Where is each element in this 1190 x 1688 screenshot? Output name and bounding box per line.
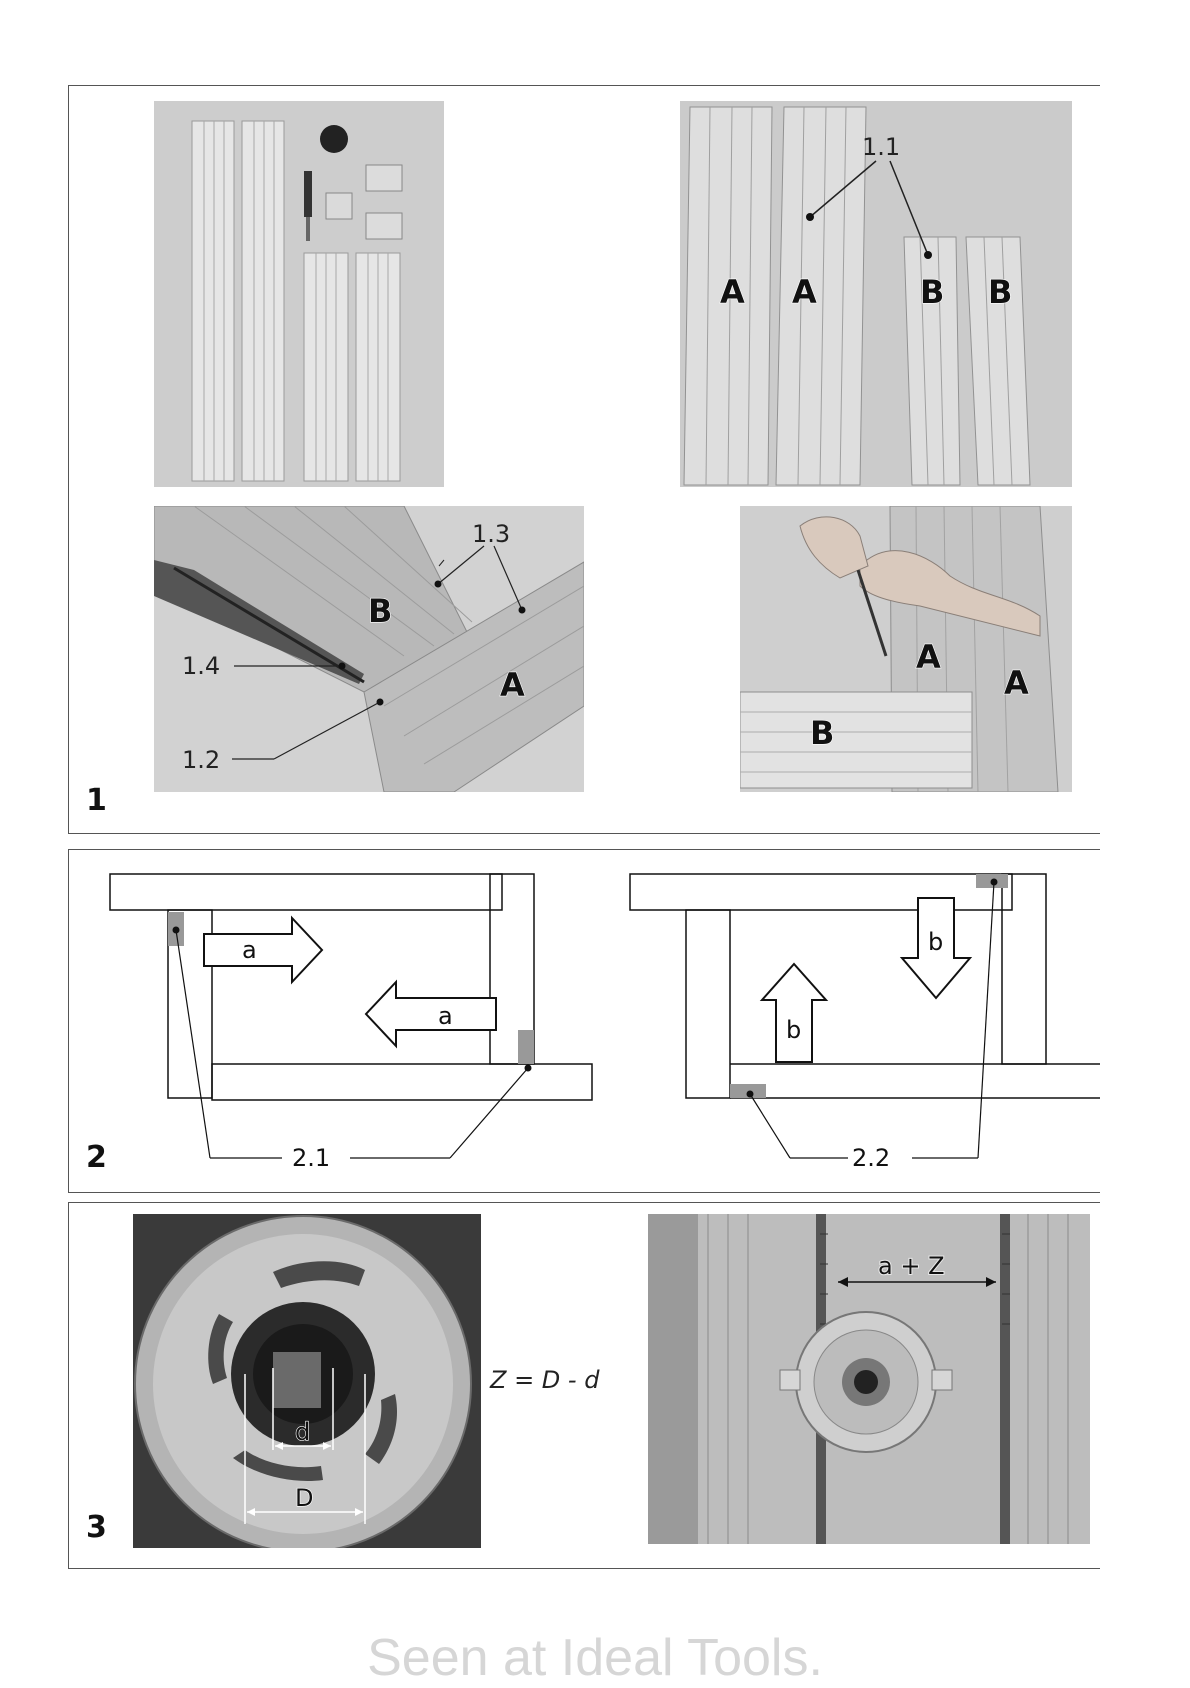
section-2-left-rule [68, 849, 69, 1192]
callout-1-1: 1.1 [862, 133, 900, 161]
section-2-top-rule [68, 849, 1100, 850]
callout-2-1: 2.1 [292, 1144, 330, 1172]
profile-letter-b: B [368, 592, 392, 630]
profile-letter-a: A [500, 666, 525, 704]
section-number-3: 3 [86, 1510, 107, 1545]
callout-1-2: 1.2 [182, 746, 220, 774]
diagram-square-setup-b: b b 2.2 [626, 862, 1100, 1172]
formula-z-equals-d-minus-d: Z = D - d [490, 1366, 599, 1394]
section-3-bottom-rule [68, 1568, 1100, 1569]
arrow-label-b-up: b [786, 1016, 801, 1044]
arrow-label-a-lower: a [438, 1002, 453, 1030]
section-3-top-rule [68, 1202, 1100, 1203]
section-1-bottom-rule [68, 833, 1100, 834]
dimension-label-d-small: d [295, 1418, 310, 1446]
dimension-label-a-plus-z: a + Z [878, 1252, 945, 1280]
profile-letter-b-2: B [988, 273, 1012, 311]
profile-letter-a-right: A [1004, 664, 1029, 702]
arrow-label-b-down: b [928, 928, 943, 956]
section-number-2: 2 [86, 1140, 107, 1175]
section-1-left-rule [68, 85, 69, 833]
callout-2-2: 2.2 [852, 1144, 890, 1172]
section-2-bottom-rule [68, 1192, 1100, 1193]
callout-1-3: 1.3 [472, 520, 510, 548]
profile-letter-a-left: A [916, 638, 941, 676]
section-1-top-rule [68, 85, 1100, 86]
diagram-square-setup-a: a a 2.1 [100, 862, 600, 1172]
photo-profiles-labelled: 1.1 A A B B [680, 101, 1072, 487]
photo-hands-assembling: A A B [740, 506, 1072, 792]
arrow-label-a-upper: a [242, 936, 257, 964]
profile-letter-a-1: A [720, 273, 745, 311]
profile-letter-a-2: A [792, 273, 817, 311]
footer-watermark-text: Seen at Ideal Tools. [0, 1628, 1190, 1688]
photo-profile-joint-detail: 1.3 1.4 1.2 B A [154, 506, 584, 792]
profile-letter-b-1: B [920, 273, 944, 311]
callout-1-4: 1.4 [182, 652, 220, 680]
photo-router-on-rail: a + Z [648, 1214, 1090, 1544]
photo-router-base-dimensions: d D [133, 1214, 481, 1548]
dimension-label-d-large: D [295, 1484, 313, 1512]
section-3-left-rule [68, 1202, 69, 1568]
section-number-1: 1 [86, 783, 107, 818]
photo-kit-contents [154, 101, 444, 487]
profile-letter-b: B [810, 714, 834, 752]
